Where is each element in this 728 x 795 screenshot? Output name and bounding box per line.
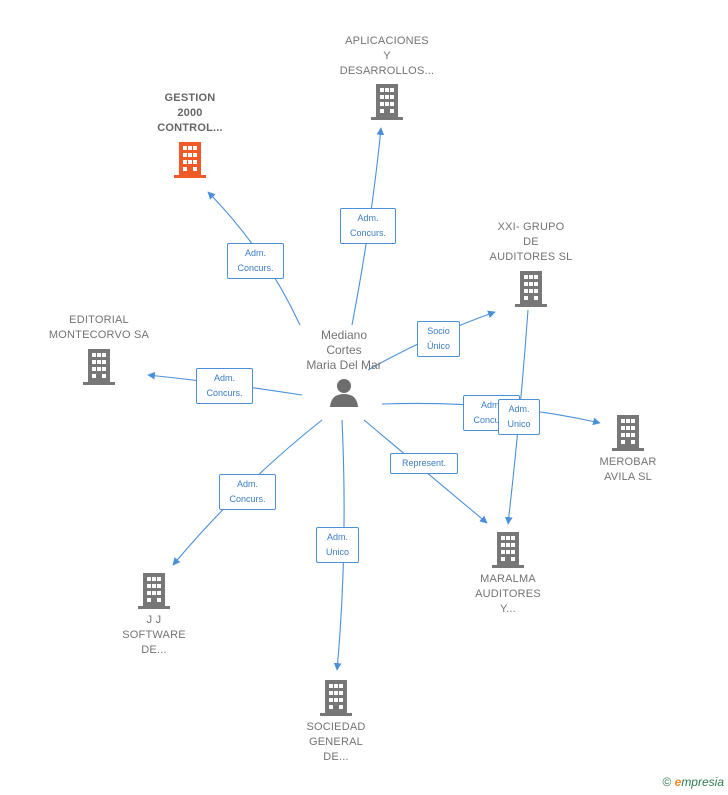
edge-label-maralma: Represent. <box>390 453 458 474</box>
company-name: APLICACIONES Y DESARROLLOS... <box>339 35 435 77</box>
building-icon <box>515 271 547 307</box>
edge-label-jj: Adm. Concurs. <box>219 474 276 510</box>
building-icon <box>320 680 352 716</box>
company-name: MARALMA AUDITORES Y... <box>475 573 541 615</box>
company-name: MEROBAR AVILA SL <box>599 456 657 483</box>
edge-label-sociedad: Adm. Unico <box>316 527 359 563</box>
building-icon <box>492 532 524 568</box>
center-person[interactable]: Mediano Cortes Maria Del Mar <box>290 328 398 407</box>
edge-label-aplicaciones: Adm. Concurs. <box>340 208 396 244</box>
edge-label-xxi: Socio Único <box>417 321 460 357</box>
edge-label-editorial: Adm. Concurs. <box>196 368 253 404</box>
company-name: J J SOFTWARE DE... <box>122 614 186 656</box>
person-icon <box>330 379 358 407</box>
building-icon <box>612 415 644 451</box>
building-icon <box>138 573 170 609</box>
edge-label-xxi-maralma: Adm. Unico <box>498 399 540 435</box>
brand-text: mpresia <box>681 775 724 789</box>
company-node-xxi[interactable]: XXI- GRUPO DE AUDITORES SL <box>476 220 586 307</box>
building-icon <box>83 349 115 385</box>
building-icon <box>174 142 206 178</box>
company-node-maralma[interactable]: MARALMA AUDITORES Y... <box>458 532 558 617</box>
building-icon <box>371 84 403 120</box>
empresia-logo: © empresia <box>662 775 724 789</box>
company-name: EDITORIAL MONTECORVO SA <box>48 314 150 341</box>
company-name: XXI- GRUPO DE AUDITORES SL <box>489 221 573 263</box>
brand-e: e <box>674 775 682 789</box>
company-node-sociedad[interactable]: SOCIEDAD GENERAL DE... <box>288 680 384 765</box>
company-node-editorial[interactable]: EDITORIAL MONTECORVO SA <box>40 313 158 385</box>
company-name: GESTION 2000 CONTROL... <box>157 92 223 134</box>
company-name: SOCIEDAD GENERAL DE... <box>306 721 366 763</box>
company-node-aplicaciones[interactable]: APLICACIONES Y DESARROLLOS... <box>327 34 447 120</box>
company-node-jj[interactable]: J J SOFTWARE DE... <box>106 573 202 658</box>
copyright-symbol: © <box>662 775 672 789</box>
center-person-name: Mediano Cortes Maria Del Mar <box>306 328 382 372</box>
company-node-merobar[interactable]: MEROBAR AVILA SL <box>580 415 676 485</box>
company-node-gestion[interactable]: GESTION 2000 CONTROL... <box>140 91 240 178</box>
edge-label-gestion: Adm. Concurs. <box>227 243 284 279</box>
